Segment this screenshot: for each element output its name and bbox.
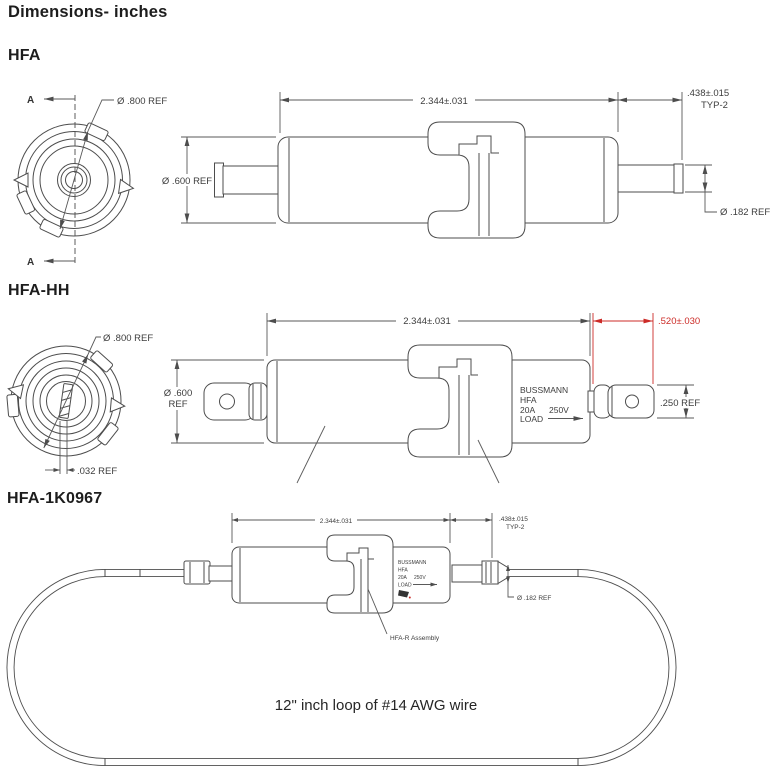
hfa-dia-600-label: Ø .600 REF xyxy=(162,176,212,187)
bussmann-logo xyxy=(398,590,409,598)
1k-end-length-dim: .438±.015 xyxy=(499,516,528,523)
hfa-length-dim: 2.344±.031 xyxy=(420,96,467,107)
right-pin xyxy=(451,564,485,583)
assembly-label: HFA-R Assembly xyxy=(390,635,440,642)
knob-clip xyxy=(427,121,526,239)
logo-mark xyxy=(408,596,411,599)
marking-series: HFA xyxy=(520,395,537,405)
marking-load: LOAD xyxy=(520,414,543,424)
hfa-end-length-typ: TYP-2 xyxy=(701,100,728,111)
left-blade-hole xyxy=(219,393,235,410)
marking-amps: 20A xyxy=(520,405,535,415)
hfa-1k-side-view: BUSSMANN HFA 20A 250V LOAD HFA-R Assembl… xyxy=(183,534,510,642)
hh-length-dim: 2.344±.031 xyxy=(403,316,450,327)
section-marker-a-top: A xyxy=(27,95,34,106)
section-heading-hfa: HFA xyxy=(8,47,41,64)
index-tab xyxy=(12,172,29,188)
hh-body-marking: BUSSMANN HFA 20A 250V LOAD xyxy=(520,385,583,424)
bayonet-lug xyxy=(97,422,119,446)
bayonet-lug xyxy=(16,190,35,215)
left-pin xyxy=(208,565,234,582)
page-title: Dimensions- inches xyxy=(8,3,168,21)
right-pin-tip xyxy=(673,163,684,194)
1k-body-marking: BUSSMANN HFA 20A 250V LOAD xyxy=(398,560,437,599)
hfa-drawing: A A Ø .800 REF xyxy=(12,88,770,268)
marking-brand: BUSSMANN xyxy=(398,560,427,566)
1k-length-dim: 2.344±.031 xyxy=(320,518,353,525)
leader-line xyxy=(477,439,500,484)
index-tab xyxy=(117,178,135,195)
hh-dia-600-label-l2: REF xyxy=(169,399,188,410)
bayonet-lug xyxy=(6,393,20,418)
wire-loop xyxy=(6,569,677,766)
hfa-side-view xyxy=(214,121,684,239)
assembly-leader xyxy=(367,588,388,635)
right-ferrule xyxy=(481,560,499,585)
section-heading-hfa-hh: HFA-HH xyxy=(8,282,70,299)
right-blade-hole xyxy=(625,394,639,409)
hfa-end-view: A A Ø .800 REF xyxy=(12,95,167,268)
hfa-hh-dimensions: 2.344±.031 .520±.030 Ø .600 REF .250 REF xyxy=(157,313,703,444)
hh-dia-600-label-l1: Ø .600 xyxy=(164,388,193,399)
hh-blade-width-label: .250 REF xyxy=(660,398,700,409)
wire-loop-note: 12" inch loop of #14 AWG wire xyxy=(275,697,477,714)
index-tab xyxy=(109,397,126,413)
marking-series: HFA xyxy=(398,568,408,574)
knob-clip xyxy=(407,344,513,458)
knob-clip xyxy=(326,534,394,614)
hfa-1k-dimensions: 2.344±.031 .438±.015 TYP-2 Ø .182 REF xyxy=(231,513,551,602)
1k-dia-182-label: Ø .182 REF xyxy=(517,595,551,602)
hh-slot-width-label: .032 REF xyxy=(77,466,117,477)
1k-end-length-typ: TYP-2 xyxy=(506,524,525,531)
hfa-hh-side-view: BUSSMANN HFA 20A 250V LOAD xyxy=(203,344,655,484)
left-pin-tip xyxy=(214,162,224,198)
hh-red-length-dim: .520±.030 xyxy=(658,316,700,327)
hfa-1k0967-drawing: BUSSMANN HFA 20A 250V LOAD HFA-R Assembl… xyxy=(6,513,677,766)
hfa-end-length-dim: .438±.015 xyxy=(687,88,729,99)
left-crimp xyxy=(248,382,268,421)
left-pin xyxy=(222,165,281,195)
marking-volts: 250V xyxy=(549,405,569,415)
marking-amps: 20A xyxy=(398,575,408,581)
marking-load: LOAD xyxy=(398,583,412,589)
leader-line xyxy=(296,425,326,484)
hh-dia-800-label: Ø .800 REF xyxy=(103,333,153,344)
bayonet-lug xyxy=(39,219,64,238)
hfa-hh-end-view: Ø .800 REF .032 REF xyxy=(6,333,153,477)
section-marker-a-bottom: A xyxy=(27,257,34,268)
index-tab xyxy=(7,384,25,400)
bayonet-lug xyxy=(90,350,113,373)
section-heading-hfa-1k0967: HFA-1K0967 xyxy=(7,490,103,507)
hfa-dimensions: 2.344±.031 .438±.015 TYP-2 Ø .600 REF Ø … xyxy=(160,88,770,224)
right-pin xyxy=(615,164,677,193)
bayonet-lug xyxy=(84,122,109,141)
marking-brand: BUSSMANN xyxy=(520,385,568,395)
marking-volts: 250V xyxy=(414,575,426,581)
hfa-dia-800-label: Ø .800 REF xyxy=(117,96,167,107)
hfa-hh-drawing: Ø .800 REF .032 REF xyxy=(6,313,703,484)
hfa-dia-182-label: Ø .182 REF xyxy=(720,207,770,218)
left-ferrule xyxy=(183,560,211,585)
